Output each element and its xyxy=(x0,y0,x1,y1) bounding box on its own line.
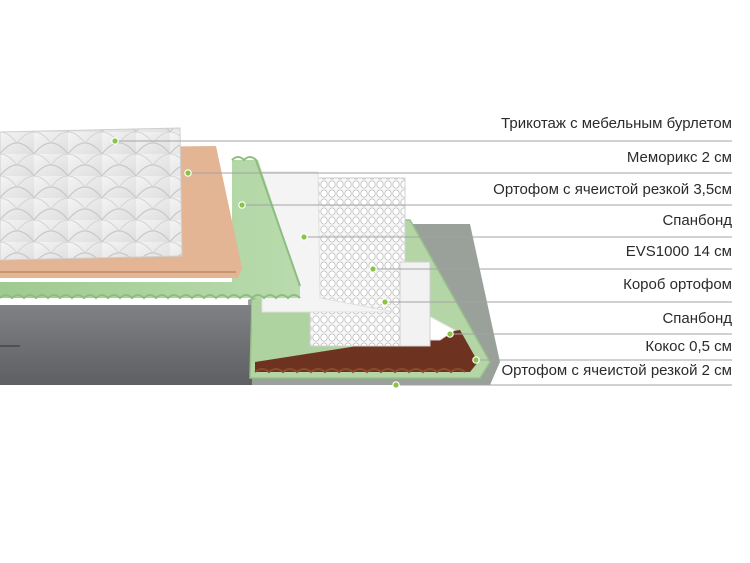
egg-crate-foam-layer xyxy=(0,160,300,298)
marker-dot xyxy=(184,169,192,177)
marker-dot xyxy=(381,298,389,306)
layer-label-memorix: Мемо​рикс 2 см xyxy=(626,149,732,166)
quilted-knit-layer xyxy=(0,127,183,261)
layer-label-coir: Кокос 0,5 см xyxy=(645,338,732,355)
marker-dot xyxy=(446,330,454,338)
layer-label-spunbond-top: Спанбонд xyxy=(662,212,732,229)
marker-dot xyxy=(300,233,308,241)
marker-dot xyxy=(472,356,480,364)
layer-label-orthofoam-35: Ортофом с ячеистой резкой 3,5см xyxy=(493,181,732,198)
spring-block xyxy=(309,177,406,347)
marker-dot xyxy=(238,201,246,209)
layer-label-evs1000: EVS1000 14 см xyxy=(625,243,732,260)
marker-dots xyxy=(111,137,480,389)
cover-side-panel xyxy=(0,305,252,385)
marker-dot xyxy=(392,381,400,389)
layer-label-knit: Трикотаж с мебельным бурлетом xyxy=(501,115,732,132)
marker-dot xyxy=(111,137,119,145)
layer-label-orthofoam-2: Ортофом с ячеистой резкой 2 см xyxy=(501,362,732,379)
marker-dot xyxy=(369,265,377,273)
layer-label-perimeter-box: Короб ортофом xyxy=(623,276,732,293)
leader-lines xyxy=(115,140,732,386)
layer-label-spunbond-bottom: Спанбонд xyxy=(662,310,732,327)
